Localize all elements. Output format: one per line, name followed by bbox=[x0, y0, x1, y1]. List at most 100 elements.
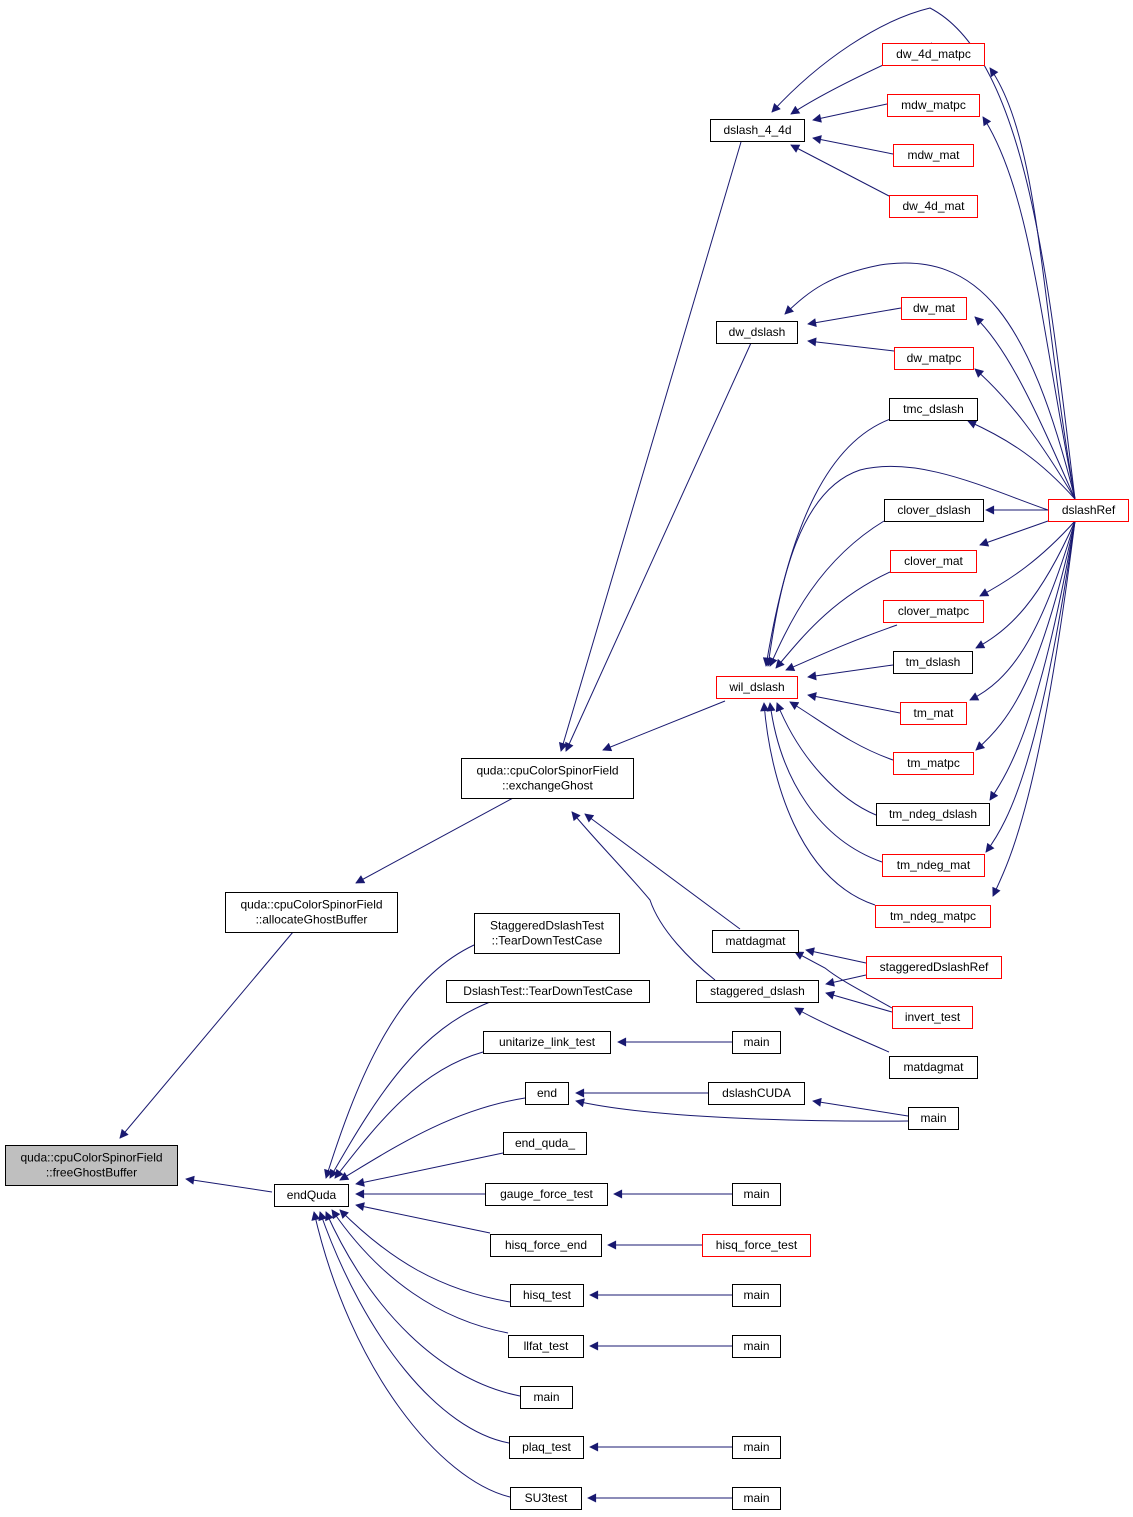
call-edge bbox=[992, 520, 1076, 897]
node-label: SU3test bbox=[525, 1491, 568, 1505]
call-edge bbox=[334, 1051, 484, 1179]
graph-node-tmndegmat[interactable]: tm_ndeg_mat bbox=[882, 854, 985, 877]
call-edge bbox=[329, 1001, 491, 1179]
call-edge bbox=[602, 700, 726, 752]
graph-node-dslash4[interactable]: dslash_4_4d bbox=[710, 119, 805, 142]
graph-node-stagtest[interactable]: StaggeredDslashTest::TearDownTestCase bbox=[474, 913, 620, 954]
graph-node-exchangeghost[interactable]: quda::cpuColorSpinorField::exchangeGhost bbox=[461, 758, 634, 799]
call-edge bbox=[794, 1007, 890, 1053]
node-label: wil_dslash bbox=[728, 680, 784, 694]
graph-node-main_s[interactable]: main bbox=[732, 1487, 781, 1510]
call-edge bbox=[575, 1098, 909, 1122]
graph-node-su3test[interactable]: SU3test bbox=[510, 1487, 582, 1510]
node-label: main bbox=[743, 1440, 769, 1454]
call-edge bbox=[331, 1209, 509, 1334]
graph-node-stagref[interactable]: staggeredDslashRef bbox=[866, 956, 1002, 979]
call-edge bbox=[969, 520, 1076, 701]
graph-node-inverttest[interactable]: invert_test bbox=[892, 1006, 973, 1029]
node-label: quda::cpuColorSpinorField bbox=[240, 898, 382, 912]
graph-node-tmndegmatpc[interactable]: tm_ndeg_matpc bbox=[875, 905, 991, 928]
graph-node-tmmatpc[interactable]: tm_matpc bbox=[893, 752, 974, 775]
graph-node-clovermat[interactable]: clover_mat bbox=[890, 550, 977, 573]
graph-node-main_p[interactable]: main bbox=[732, 1436, 781, 1459]
node-label: plaq_test bbox=[522, 1440, 571, 1454]
node-label: clover_mat bbox=[904, 554, 963, 568]
graph-node-allocghost[interactable]: quda::cpuColorSpinorField::allocateGhost… bbox=[225, 892, 398, 933]
graph-node-hisqforcetest[interactable]: hisq_force_test bbox=[702, 1234, 811, 1257]
graph-node-tmmat[interactable]: tm_mat bbox=[900, 702, 967, 725]
call-edge bbox=[790, 144, 890, 197]
node-label: gauge_force_test bbox=[500, 1187, 593, 1201]
call-edge bbox=[775, 571, 891, 669]
graph-node-mdwmatpc[interactable]: mdw_matpc bbox=[887, 94, 980, 117]
graph-node-hisqtest[interactable]: hisq_test bbox=[510, 1284, 584, 1307]
call-edge bbox=[339, 1097, 526, 1181]
graph-node-root[interactable]: quda::cpuColorSpinorField::freeGhostBuff… bbox=[5, 1145, 178, 1186]
graph-node-dwmatpc[interactable]: dw_matpc bbox=[894, 347, 974, 370]
node-label: main bbox=[743, 1035, 769, 1049]
graph-node-main_e[interactable]: main bbox=[908, 1107, 959, 1130]
node-label: main bbox=[743, 1339, 769, 1353]
graph-node-dw4mat[interactable]: dw_4d_mat bbox=[889, 195, 978, 218]
graph-node-dslashtest[interactable]: DslashTest::TearDownTestCase bbox=[446, 980, 650, 1003]
graph-node-hisqforceend[interactable]: hisq_force_end bbox=[490, 1234, 602, 1257]
graph-node-main_g[interactable]: main bbox=[732, 1183, 781, 1206]
graph-node-tmndegdslash[interactable]: tm_ndeg_dslash bbox=[876, 803, 990, 826]
call-edge bbox=[311, 1211, 511, 1498]
call-edge bbox=[807, 692, 901, 714]
call-edge bbox=[760, 702, 876, 906]
node-label: hisq_test bbox=[523, 1288, 572, 1302]
node-label: dslashRef bbox=[1062, 503, 1116, 517]
graph-node-end[interactable]: end bbox=[525, 1082, 569, 1105]
graph-node-matdagmat[interactable]: matdagmat bbox=[712, 930, 799, 953]
node-label: tm_dslash bbox=[906, 655, 961, 669]
graph-node-mdwmat[interactable]: mdw_mat bbox=[893, 144, 974, 167]
graph-node-wildslash[interactable]: wil_dslash bbox=[716, 676, 798, 699]
graph-node-endquda_[interactable]: end_quda_ bbox=[503, 1132, 587, 1155]
graph-node-plaqtest[interactable]: plaq_test bbox=[509, 1436, 584, 1459]
graph-node-main_h[interactable]: main bbox=[732, 1284, 781, 1307]
graph-node-tmcdslash[interactable]: tmc_dslash bbox=[889, 398, 978, 421]
graph-node-clovermatpc[interactable]: clover_matpc bbox=[883, 600, 984, 623]
node-label: main bbox=[743, 1491, 769, 1505]
call-edge bbox=[805, 947, 867, 964]
graph-node-llfattest[interactable]: llfat_test bbox=[508, 1335, 584, 1358]
node-label: staggered_dslash bbox=[710, 984, 805, 998]
call-edge bbox=[974, 316, 1076, 500]
node-label: DslashTest::TearDownTestCase bbox=[463, 984, 633, 998]
node-label: quda::cpuColorSpinorField bbox=[20, 1151, 162, 1165]
call-edge bbox=[812, 103, 888, 123]
graph-node-main_m[interactable]: main bbox=[520, 1386, 573, 1409]
call-edge bbox=[325, 1211, 521, 1397]
graph-node-dw4matpc[interactable]: dw_4d_matpc bbox=[882, 43, 985, 66]
graph-node-main_u[interactable]: main bbox=[732, 1031, 781, 1054]
node-label: mdw_mat bbox=[907, 148, 960, 162]
call-edge bbox=[812, 135, 894, 155]
node-label: end bbox=[537, 1086, 557, 1100]
graph-node-cloverdslash[interactable]: clover_dslash bbox=[884, 499, 984, 522]
graph-node-main_l[interactable]: main bbox=[732, 1335, 781, 1358]
graph-node-dwmat[interactable]: dw_mat bbox=[901, 297, 967, 320]
call-edge bbox=[355, 1202, 491, 1234]
node-label: ::freeGhostBuffer bbox=[46, 1166, 137, 1180]
node-label: dslashCUDA bbox=[722, 1086, 791, 1100]
call-edge bbox=[979, 520, 1049, 547]
graph-node-tmdslash[interactable]: tm_dslash bbox=[893, 651, 973, 674]
node-label: llfat_test bbox=[524, 1339, 569, 1353]
graph-node-dslashref[interactable]: dslashRef bbox=[1048, 499, 1129, 522]
graph-node-matdagmat2[interactable]: matdagmat bbox=[889, 1056, 978, 1079]
node-label: StaggeredDslashTest bbox=[490, 919, 605, 933]
graph-node-dslashcuda[interactable]: dslashCUDA bbox=[708, 1082, 805, 1105]
graph-node-dwdslash[interactable]: dw_dslash bbox=[716, 321, 798, 344]
call-edge bbox=[807, 664, 894, 681]
graph-node-endquda[interactable]: endQuda bbox=[274, 1184, 349, 1207]
node-label: unitarize_link_test bbox=[499, 1035, 596, 1049]
graph-node-gaugeforce[interactable]: gauge_force_test bbox=[485, 1183, 608, 1206]
node-label: ::allocateGhostBuffer bbox=[256, 913, 368, 927]
call-edge bbox=[975, 520, 1076, 751]
call-edge bbox=[812, 1097, 909, 1117]
graph-node-stagdslash[interactable]: staggered_dslash bbox=[696, 980, 819, 1003]
node-label: endQuda bbox=[287, 1188, 337, 1202]
call-edge bbox=[785, 624, 898, 672]
graph-node-unitarize[interactable]: unitarize_link_test bbox=[483, 1031, 611, 1054]
